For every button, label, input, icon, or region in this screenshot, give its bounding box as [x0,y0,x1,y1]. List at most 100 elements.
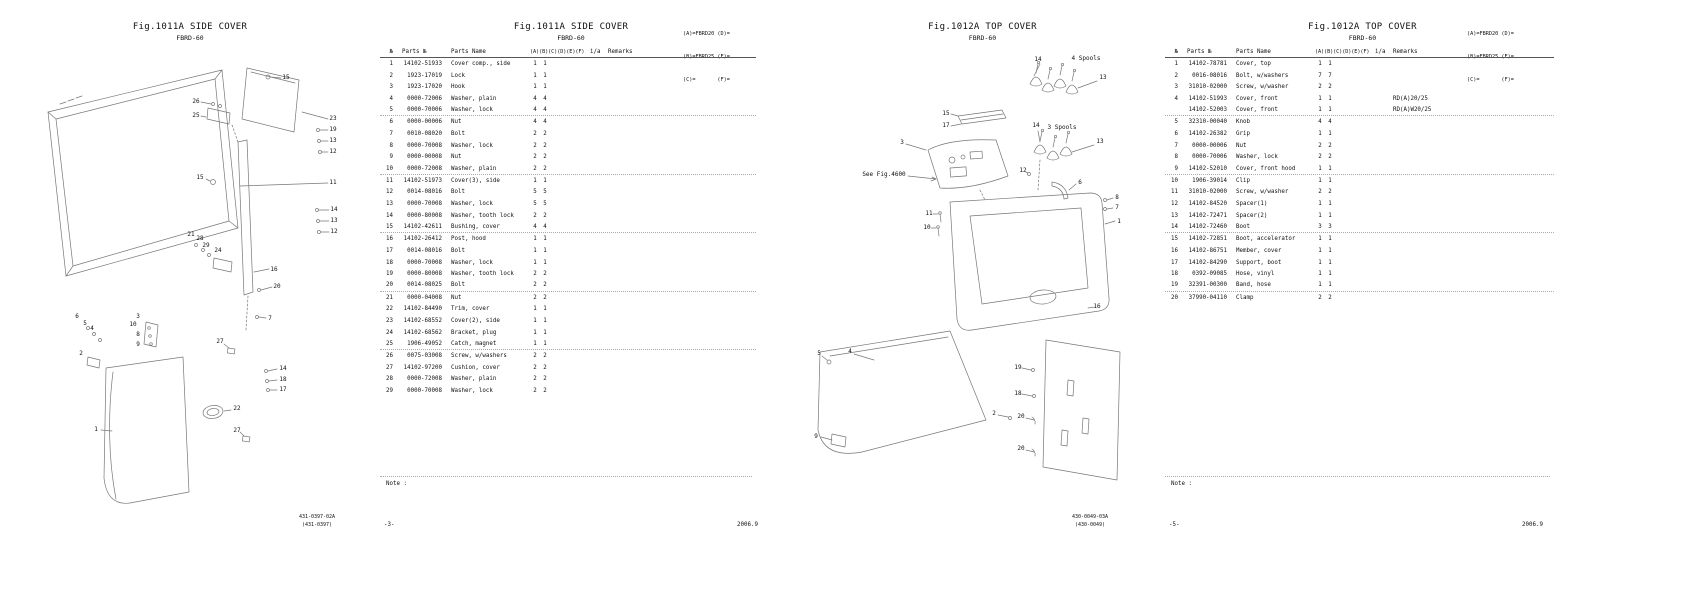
callout-21: 21 [187,231,195,238]
figure-model: FBRD-60 [176,34,204,42]
callout-13: 13 [330,217,338,224]
callout-7: 7 [268,315,272,322]
col-ia: i/a [1375,48,1386,55]
callout-20: 20 [273,283,281,290]
variant-legend: (A)=FBRD20 (D)= (B)=FBRD25 (E)= (C)= (F)… [683,15,730,101]
col-variants: (A)(B)(C)(D)(E)(F) [1315,48,1370,55]
callout-15: 15 [282,74,290,81]
document-code: 431-0397-02A [298,514,336,520]
col-name: Parts Name [451,48,486,55]
callout-20: 20 [1017,445,1025,452]
callout-18: 18 [279,376,287,383]
callout-22: 22 [233,405,241,412]
callout-2: 2 [79,350,83,357]
col-variants: (A)(B)(C)(D)(E)(F) [530,48,585,55]
callout-9: 9 [136,341,140,348]
legend-line: (C)= (F)= [683,77,730,84]
callout-4: 4 [90,325,94,332]
side-cover-diagram-panel: Fig.1011A SIDE COVER FBRD-60 [0,0,380,595]
callout-8: 8 [1115,194,1119,201]
callout-28: 28 [196,235,204,242]
callout-8: 8 [136,331,140,338]
callout-23: 23 [329,115,337,122]
callout-12: 12 [1019,167,1027,174]
note-divider [1165,476,1550,477]
side-cover-parts-panel: Fig.1011A SIDE COVER FBRD-60 (A)=FBRD20 … [380,0,762,595]
callout-3-spools: 3 Spools [1047,124,1077,131]
callout-12: 12 [330,228,338,235]
callout-14: 14 [1034,56,1042,63]
callout-14: 14 [330,206,338,213]
callout-17: 17 [279,386,287,393]
callout-19: 19 [329,126,337,133]
variant-legend: (A)=FBRD20 (D)= (B)=FBRD25 (E)= (C)= (F)… [1467,15,1514,101]
col-remarks: Remarks [608,48,633,55]
top-cover-diagram-panel: Fig.1012A TOP COVER FBRD-60 [800,0,1165,595]
callout-13: 13 [329,137,337,144]
document-code-base: (431-0397) [301,522,333,528]
callout-29: 29 [202,242,210,249]
callout-15: 15 [196,174,204,181]
top-cover-exploded-drawing [817,60,1121,481]
figure-title: Fig.1011A SIDE COVER [132,22,248,32]
note-divider [380,476,752,477]
callout-17: 17 [942,122,950,129]
issue-date: 2006.9 [737,522,758,528]
callout-2: 2 [992,410,996,417]
col-no: № [1174,48,1179,55]
note-label: Note : [386,481,407,487]
callout-12: 12 [329,148,337,155]
col-ia: i/a [590,48,601,55]
legend-line: (B)=FBRD25 (E)= [683,53,730,60]
callout-11: 11 [925,210,933,217]
document-code-base: (430-0049) [1074,522,1106,528]
callout-15: 15 [942,110,950,117]
col-partno: Parts № [1187,48,1212,55]
callout-13: 13 [1099,74,1107,81]
callout-26: 26 [192,98,200,105]
callout-6: 6 [75,313,79,320]
legend-line: (B)=FBRD25 (E)= [1467,53,1514,60]
table-title: Fig.1011A SIDE COVER [513,22,629,32]
callout-10: 10 [923,224,931,231]
callout-27: 27 [233,427,241,434]
callout-27: 27 [216,338,224,345]
legend-line: (A)=FBRD20 (D)= [683,30,730,37]
col-partno: Parts № [402,48,427,55]
callout-18: 18 [1014,390,1022,397]
figure-model: FBRD-60 [968,34,997,42]
